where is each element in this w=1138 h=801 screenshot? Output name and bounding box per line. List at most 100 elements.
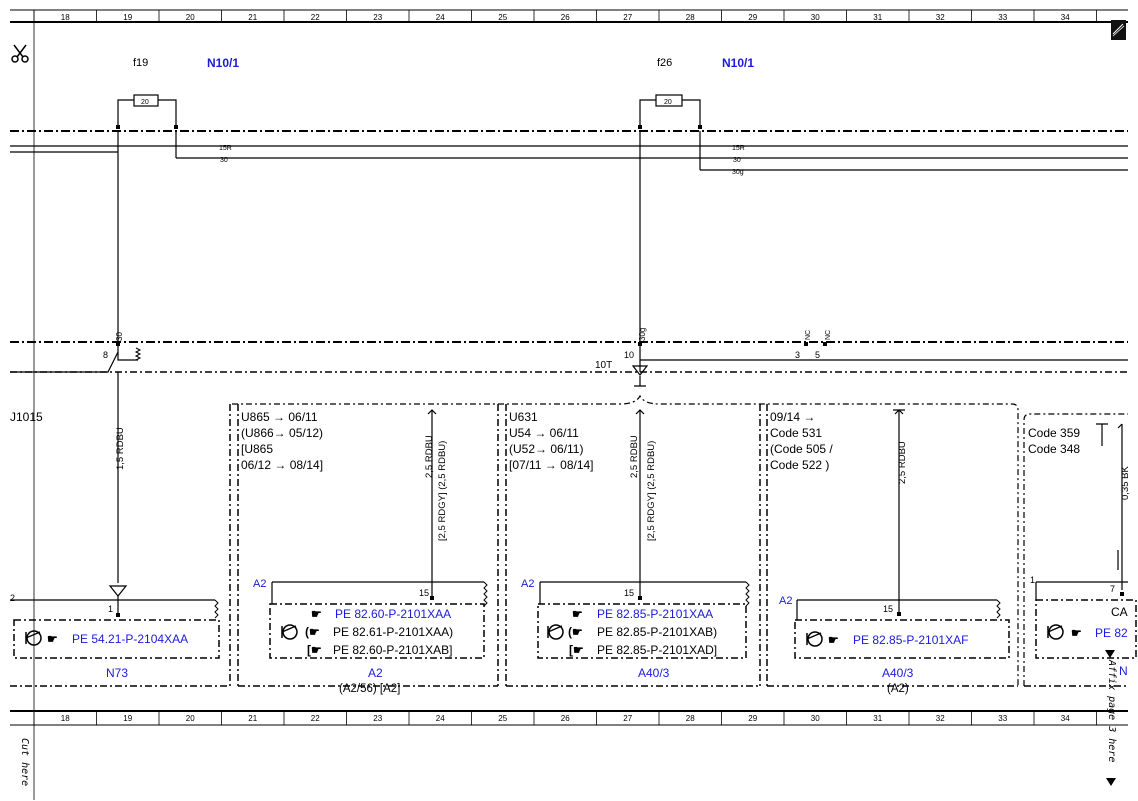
a40-2-code-line-2: Code 531 <box>770 426 822 440</box>
pin-30-label: 30 <box>115 332 124 341</box>
a2-module-label: A2 <box>253 578 266 590</box>
section-a2: U865 → 06/11 (U866→ 05/12) [U865 06/12 →… <box>237 404 499 695</box>
triangle-marker-icon <box>1106 778 1116 786</box>
top-ruler-number: 30 <box>811 13 820 22</box>
bottom-ruler-number: 25 <box>498 714 507 723</box>
bottom-ruler-number: 28 <box>686 714 695 723</box>
right-code-line-2: Code 348 <box>1028 442 1080 456</box>
top-ruler-number: 29 <box>748 13 757 22</box>
a40-1-ref-link-1[interactable]: PE 82.85-P-2101XAA <box>597 607 713 621</box>
a40-1-ref-link-3[interactable]: PE 82.85-P-2101XAD] <box>597 643 717 657</box>
bottom-ruler-number: 27 <box>623 714 632 723</box>
transistor-symbol <box>25 630 42 646</box>
transistor-symbol <box>806 631 823 647</box>
a2-code-line-3: [U865 <box>241 442 273 456</box>
fuse-f19: f19 N10/1 20 <box>116 56 239 129</box>
transistor-symbol <box>281 624 298 640</box>
a40-1-code-line-3: (U52→ 06/11) <box>509 442 583 456</box>
a2-pin-label: 15 <box>419 588 429 598</box>
top-ruler-number: 22 <box>311 13 320 22</box>
bus-30-label-right: 30 <box>733 157 741 164</box>
right-ca-text: CA <box>1111 605 1128 619</box>
a2-code-line-2: (U866→ 05/12) <box>241 426 323 440</box>
pin-10T-label: 10T <box>595 360 612 371</box>
bottom-ruler-number: 18 <box>61 714 70 723</box>
hand-pointer-icon: (☛ <box>568 625 583 639</box>
a40-2-module-label: A2 <box>779 595 792 607</box>
top-ruler-number: 34 <box>1061 13 1070 22</box>
a40-2-code-line-4: Code 522 ) <box>770 458 829 472</box>
pin-5-label: 5 <box>815 350 820 360</box>
section-a40-2: 09/14 → Code 531 (Code 505 / Code 522 ) … <box>766 404 1018 695</box>
top-ruler-number: 24 <box>436 13 445 22</box>
a40-1-code-line-1: U631 <box>509 410 538 424</box>
a40-2-ref-link[interactable]: PE 82.85-P-2101XAF <box>853 633 968 647</box>
right-code-line-1: Code 359 <box>1028 426 1080 440</box>
bottom-ruler-number: 19 <box>123 714 132 723</box>
n73-ref-link[interactable]: PE 54.21-P-2104XAA <box>72 632 188 646</box>
scissors-icon <box>11 44 29 63</box>
pin-8-label: 8 <box>103 350 108 360</box>
bottom-ruler-number: 33 <box>998 714 1007 723</box>
a2-code-line-4: 06/12 → 08/14] <box>241 458 323 472</box>
a2-ref-link-2[interactable]: PE 82.61-P-2101XAA) <box>333 625 453 639</box>
fuse-f26: f26 N10/1 20 <box>638 56 754 129</box>
n73-code-text: J1015 <box>10 410 43 424</box>
a2-component: A2 <box>368 666 383 680</box>
n73-left-pin: 2 <box>10 593 15 603</box>
pin-3-label: 3 <box>795 350 800 360</box>
bottom-ruler-number: 32 <box>936 714 945 723</box>
top-ruler-number: 28 <box>686 13 695 22</box>
top-ruler-number: 33 <box>998 13 1007 22</box>
bus-30g-label: 30g <box>732 169 744 176</box>
fuse-f19-rating: 20 <box>141 99 149 106</box>
hand-pointer-icon: ☛ <box>311 607 322 621</box>
fuse-f26-name: f26 <box>657 57 672 69</box>
hand-pointer-icon: ☛ <box>828 633 839 647</box>
n73-pin-label: 1 <box>108 604 113 614</box>
a40-2-pin-label: 15 <box>883 604 893 614</box>
a2-ref-link-1[interactable]: PE 82.60-P-2101XAA <box>335 607 451 621</box>
ground-symbol <box>108 585 128 597</box>
connector-area: 30 8 30g 10 10T NC NC 3 5 <box>10 328 1128 387</box>
a40-1-ref-link-2[interactable]: PE 82.85-P-2101XAB) <box>597 625 717 639</box>
triangle-marker-icon <box>1105 650 1115 658</box>
a2-code-line-1: U865 → 06/11 <box>241 410 318 424</box>
bus-30-label-left: 30 <box>220 157 228 164</box>
fuse-f19-module: N10/1 <box>207 56 239 70</box>
hand-pointer-icon: ☛ <box>47 632 58 646</box>
a40-2-component: A40/3 <box>882 666 914 680</box>
a40-1-wire-top: 2,5 RDBU <box>629 435 640 478</box>
top-ruler-number: 25 <box>498 13 507 22</box>
top-ruler-number: 27 <box>623 13 632 22</box>
top-ruler-number: 18 <box>61 13 70 22</box>
right-component-partial: N <box>1119 664 1128 678</box>
bottom-ruler-number: 29 <box>748 714 757 723</box>
bottom-ruler-number: 31 <box>873 714 882 723</box>
top-ruler-number: 32 <box>936 13 945 22</box>
pin-10-label: 10 <box>624 350 634 360</box>
a40-2-code-line-1: 09/14 → <box>770 410 815 424</box>
hand-pointer-icon: (☛ <box>305 625 320 639</box>
cut-here-text: Cut here <box>19 738 30 786</box>
bottom-ruler-number: 26 <box>561 714 570 723</box>
affix-page-text: Affix page 3 here <box>1106 659 1117 762</box>
section-n73: J1015 1,5 RDBU 1 2 ☛ PE 54.21-P-2104XAA … <box>10 372 231 688</box>
right-pin-1: 1 <box>1030 575 1035 585</box>
top-ruler-number: 26 <box>561 13 570 22</box>
top-ruler-number: 31 <box>873 13 882 22</box>
a2-sub-label: (A2/56) [A2] <box>339 683 400 695</box>
top-ruler-number: 21 <box>248 13 257 22</box>
a40-1-component: A40/3 <box>638 666 670 680</box>
a2-ref-link-3[interactable]: PE 82.60-P-2101XAB] <box>333 643 452 657</box>
a40-1-pin-label: 15 <box>624 588 634 598</box>
n73-wire-label: 1,5 RDBU <box>115 427 126 470</box>
a40-2-wire-label: 2,5 RDBU <box>897 441 908 484</box>
section-a40-1: U631 U54 → 06/11 (U52→ 06/11) [07/11 → 0… <box>505 404 761 687</box>
hand-pointer-icon: [☛ <box>569 643 584 657</box>
right-ref-link[interactable]: PE 82 <box>1095 626 1128 640</box>
bottom-ruler-number: 21 <box>248 714 257 723</box>
bottom-ruler-number: 23 <box>373 714 382 723</box>
